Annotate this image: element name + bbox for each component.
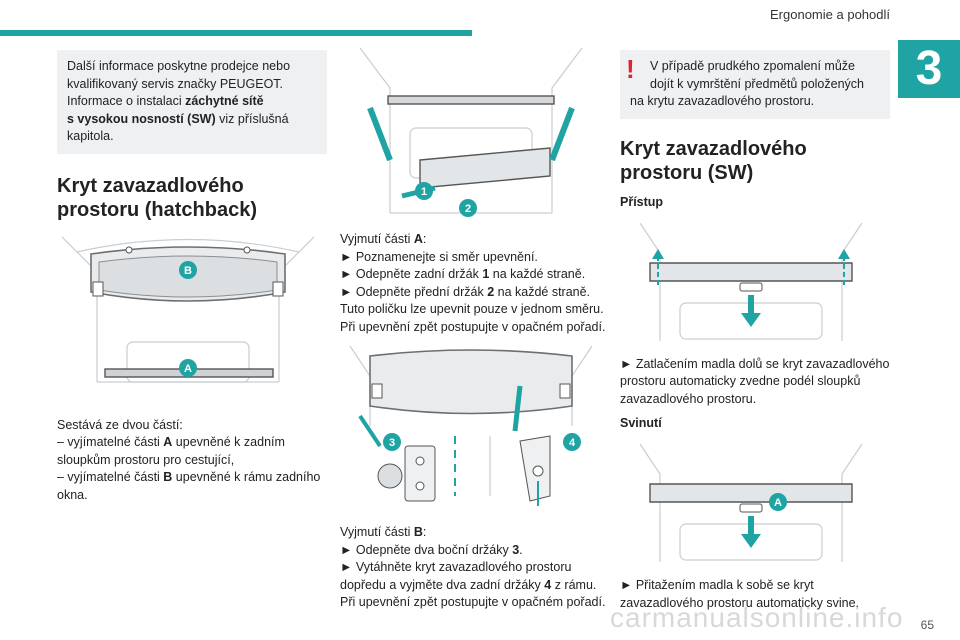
header-accent-bar — [0, 30, 472, 36]
chapter-tab: 3 — [898, 40, 960, 98]
body-text: ► Poznamenejte si směr upevnění. — [340, 249, 538, 264]
body-text: zavazadlového prostoru automaticky svine… — [620, 595, 860, 610]
section-heading-sw: Kryt zavazadlového prostoru (SW) — [620, 137, 807, 184]
figure-label-a: A — [184, 363, 192, 375]
body-text: ► Odepněte přední držák 2 na každé stran… — [340, 284, 591, 299]
column-left: Další informace poskytne prodejce nebo k… — [57, 50, 327, 504]
body-text: sloupkům prostoru pro cestující, — [57, 452, 235, 467]
column-middle: 1 2 Vyjmutí části A: ► Poznamenejte si s… — [340, 47, 610, 612]
body-text: prostoru automaticky zvedne podél sloupk… — [620, 374, 861, 388]
section-heading-hatchback: Kryt zavazadlového prostoru (hatchback) — [57, 174, 258, 221]
figure-number-3: 3 — [389, 437, 395, 449]
body-text: Tuto poličku lze upevnit pouze v jednom … — [340, 302, 604, 316]
figure-label-b: B — [184, 265, 192, 277]
figure-number-2: 2 — [465, 203, 471, 215]
info-line: Další informace poskytne prodejce nebo — [67, 59, 291, 73]
column-right: ! V případě prudkého zpomalení může dojí… — [620, 50, 890, 612]
figure-number-4: 4 — [569, 437, 576, 449]
figure-label-a: A — [774, 497, 782, 509]
body-text: Vyjmutí části B: — [340, 525, 427, 539]
subheading-retract: Svinutí — [620, 416, 662, 430]
removal-part-a-illustration: 1 2 — [340, 47, 602, 218]
chapter-number: 3 — [915, 42, 943, 95]
info-line: kapitola. — [67, 129, 114, 143]
body-text: ► Vytáhněte kryt zavazadlového prostoru — [340, 560, 572, 574]
hatchback-cover-illustration: B A — [57, 231, 319, 400]
body-text: okna. — [57, 487, 88, 502]
watermark: carmanualsonline.info — [610, 602, 904, 633]
warning-box: ! V případě prudkého zpomalení může dojí… — [620, 50, 890, 119]
body-text: – vyjímatelné části B upevněné k rámu za… — [57, 470, 321, 484]
info-line: kvalifikovaný servis značky PEUGEOT. — [67, 76, 284, 91]
body-text: ► Odepněte dva boční držáky 3. — [340, 542, 523, 557]
body-text: Při upevnění zpět postupujte v opačném p… — [340, 319, 606, 334]
subheading-access: Přístup — [620, 194, 664, 209]
body-text: Při upevnění zpět postupujte v opačném p… — [340, 595, 606, 609]
body-text: ► Zatlačením madla dolů se kryt zavazadl… — [620, 356, 890, 371]
figure-number-1: 1 — [421, 186, 427, 198]
info-box: Další informace poskytne prodejce nebo k… — [57, 50, 327, 154]
body-text: ► Odepněte zadní držák 1 na každé straně… — [340, 267, 586, 281]
warning-icon: ! — [626, 54, 635, 84]
sw-access-illustration — [620, 222, 882, 341]
body-text: – vyjímatelné části A upevněné k zadním — [57, 435, 285, 449]
body-text: Vyjmutí části A: — [340, 232, 427, 246]
info-line: Informace o instalaci záchytné sítě — [67, 94, 264, 108]
body-text: ► Přitažením madla k sobě se kryt — [620, 578, 814, 592]
sw-retract-illustration: A — [620, 443, 882, 562]
page-number: 65 — [920, 618, 934, 632]
body-text: Sestává ze dvou částí: — [57, 417, 183, 432]
removal-part-b-illustration: 3 4 — [340, 345, 602, 511]
info-line: s vysokou nosností (SW) viz příslušná — [67, 111, 289, 126]
page-header-title: Ergonomie a pohodlí — [770, 7, 890, 22]
body-text: zavazadlového prostoru. — [620, 391, 757, 406]
body-text: dopředu a vyjměte dva zadní držáky 4 z r… — [340, 577, 597, 592]
